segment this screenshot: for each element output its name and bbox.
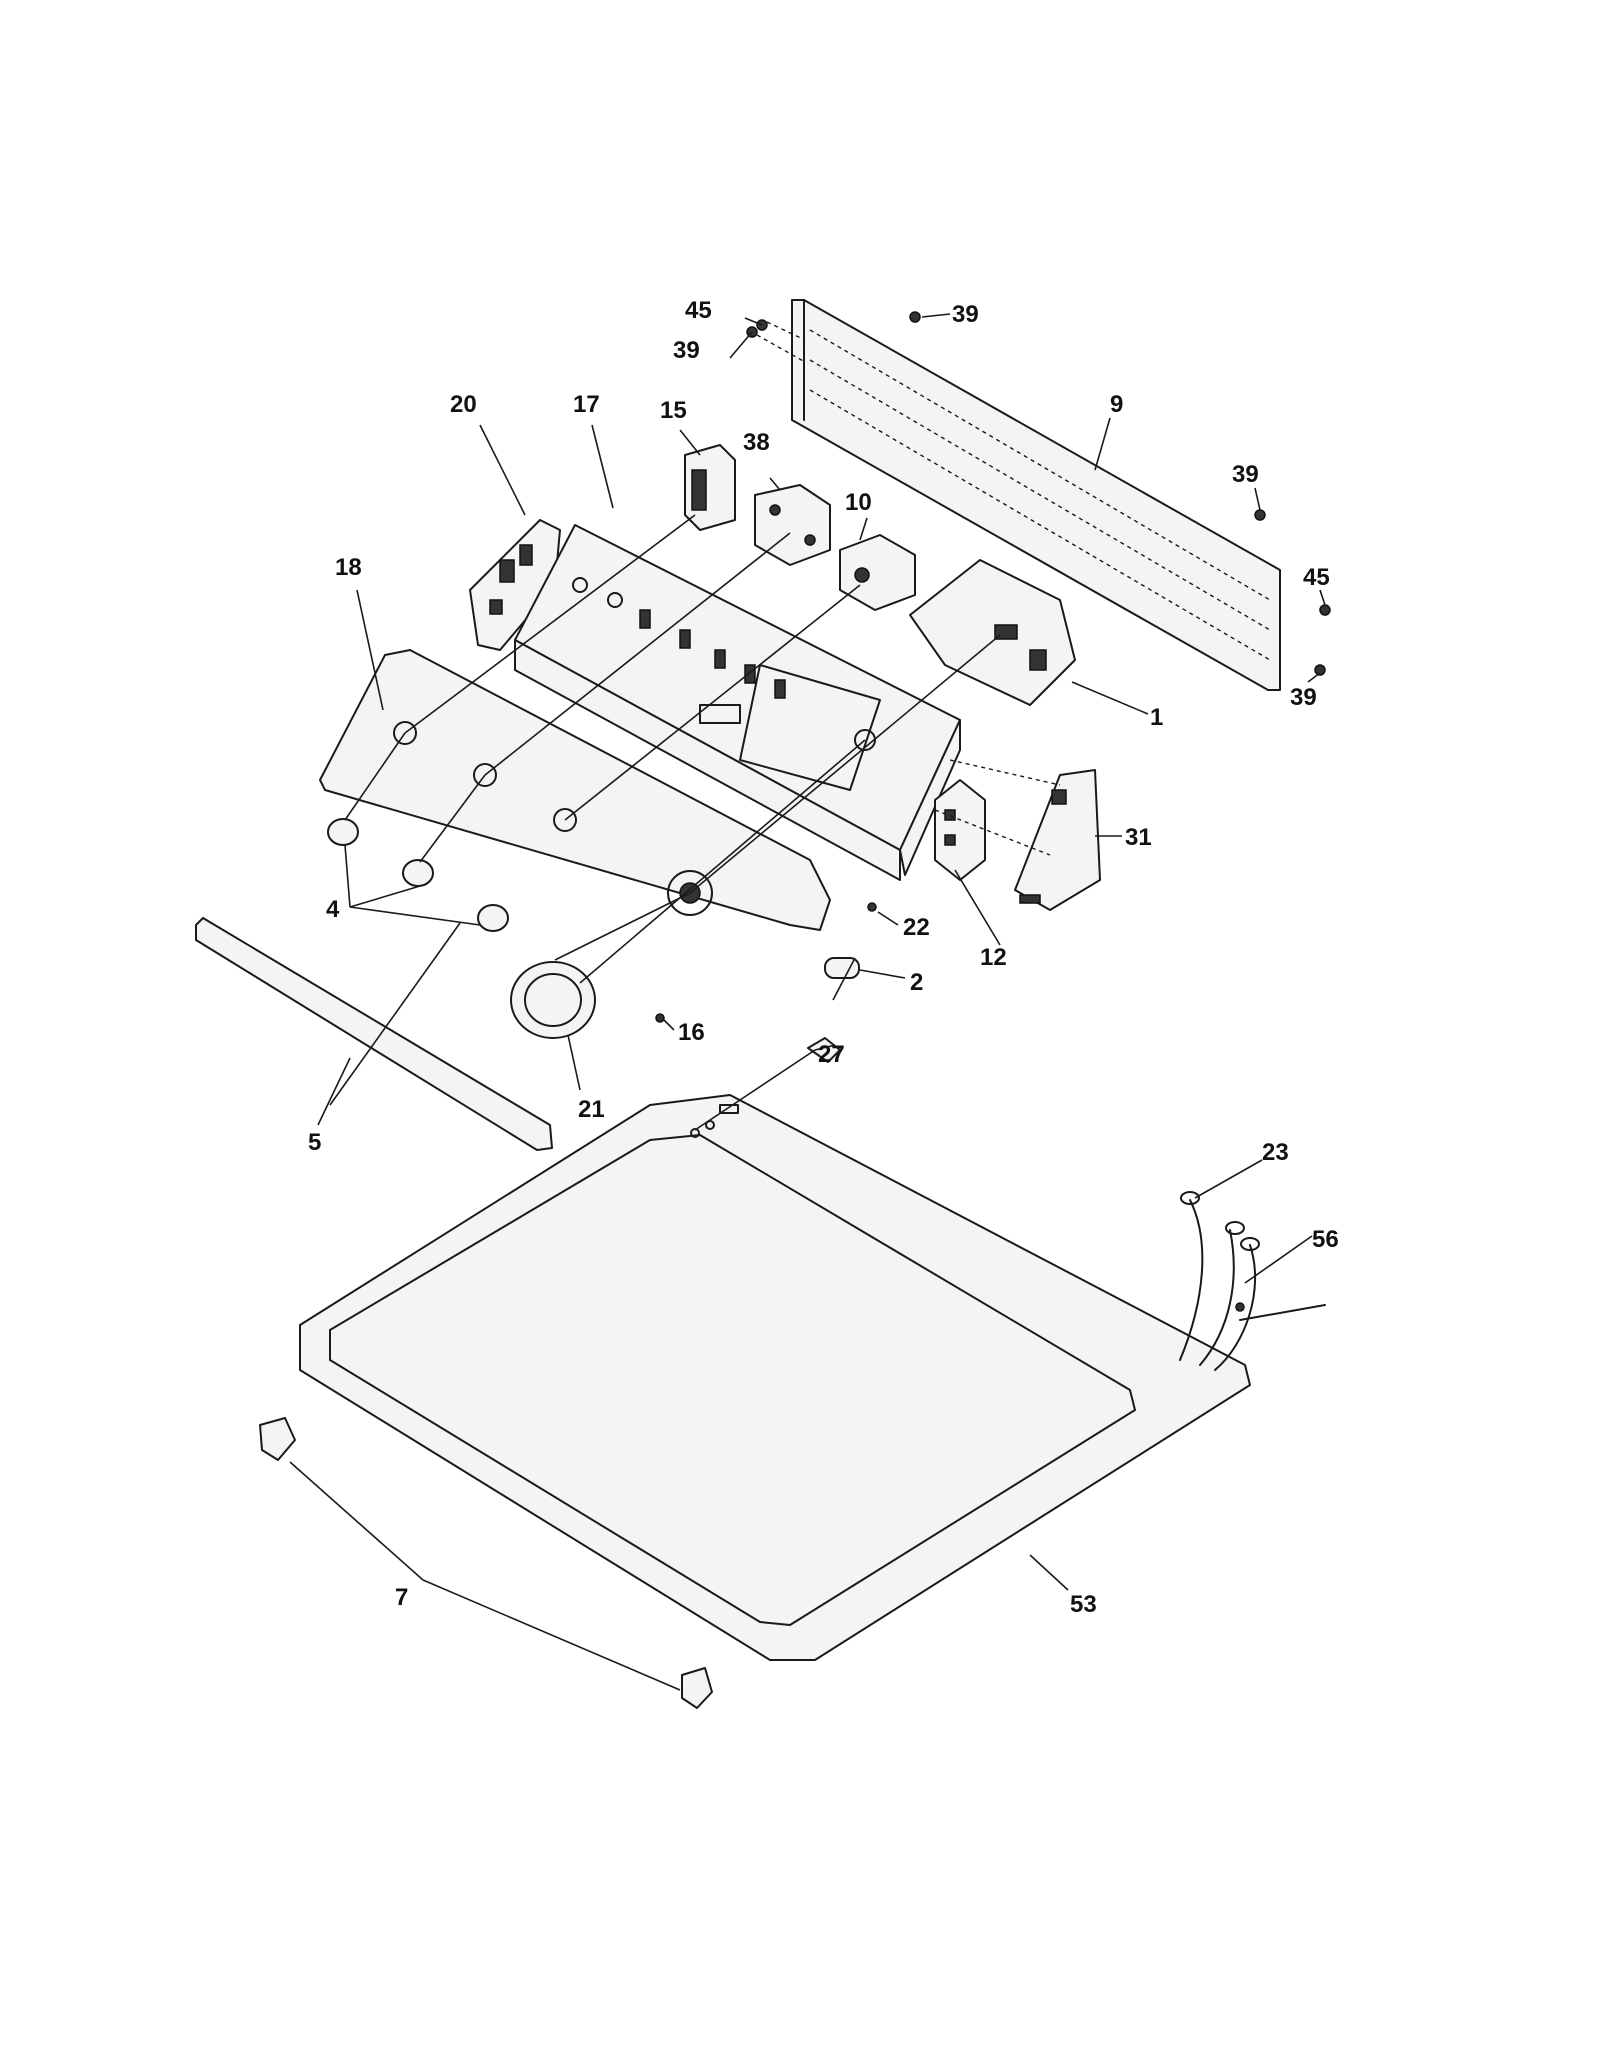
callout-53: 53 <box>1070 1591 1097 1618</box>
callout-27: 27 <box>818 1041 845 1068</box>
callout-15: 15 <box>660 397 687 424</box>
callout-labels: 45 39 39 9 39 45 39 1 20 17 15 38 10 18 … <box>308 297 1339 1618</box>
callout-23: 23 <box>1262 1139 1289 1166</box>
callout-38: 38 <box>743 429 770 456</box>
callout-12: 12 <box>980 944 1007 971</box>
part-12-control-board <box>934 779 986 881</box>
callout-39-top-left: 39 <box>673 337 700 364</box>
part-27-clip <box>807 1037 841 1063</box>
callout-4: 4 <box>326 896 340 923</box>
part-31-right-end-cap <box>1014 769 1101 911</box>
assembly-lines <box>329 321 1061 1131</box>
callout-21: 21 <box>578 1096 605 1123</box>
part-20-left-end-cap <box>469 519 561 651</box>
callout-2: 2 <box>910 969 923 996</box>
part-2-bushing <box>824 957 860 979</box>
callout-17: 17 <box>573 391 600 418</box>
screws <box>655 311 1331 1312</box>
callout-16: 16 <box>678 1019 705 1046</box>
part-21-knob <box>510 961 596 1039</box>
part-9-rear-panel <box>791 299 1281 691</box>
callout-22: 22 <box>903 914 930 941</box>
part-5-trim-strip <box>195 917 553 1151</box>
part-23-wire-harness <box>1179 1191 1260 1371</box>
callout-45-top: 45 <box>685 297 712 324</box>
callout-39-top-right: 39 <box>952 301 979 328</box>
callout-39-right: 39 <box>1232 461 1259 488</box>
callout-39-bottom-right: 39 <box>1290 684 1317 711</box>
part-1-control-housing <box>909 559 1076 706</box>
callout-45-right: 45 <box>1303 564 1330 591</box>
callout-18: 18 <box>335 554 362 581</box>
callout-1: 1 <box>1150 704 1163 731</box>
part-15-switch <box>684 444 736 531</box>
part-38-switch-bracket <box>754 484 831 566</box>
callout-9: 9 <box>1110 391 1123 418</box>
part-17-control-console <box>514 524 961 881</box>
part-4-buttons <box>327 818 509 932</box>
callout-56: 56 <box>1312 1226 1339 1253</box>
callout-10: 10 <box>845 489 872 516</box>
callout-31: 31 <box>1125 824 1152 851</box>
callout-leaders <box>289 313 1326 1691</box>
callout-5: 5 <box>308 1129 321 1156</box>
part-53-top-cover <box>299 1094 1326 1661</box>
part-7-clips <box>259 1417 713 1709</box>
callout-7: 7 <box>395 1584 408 1611</box>
part-10-timer <box>839 534 916 611</box>
callout-20: 20 <box>450 391 477 418</box>
